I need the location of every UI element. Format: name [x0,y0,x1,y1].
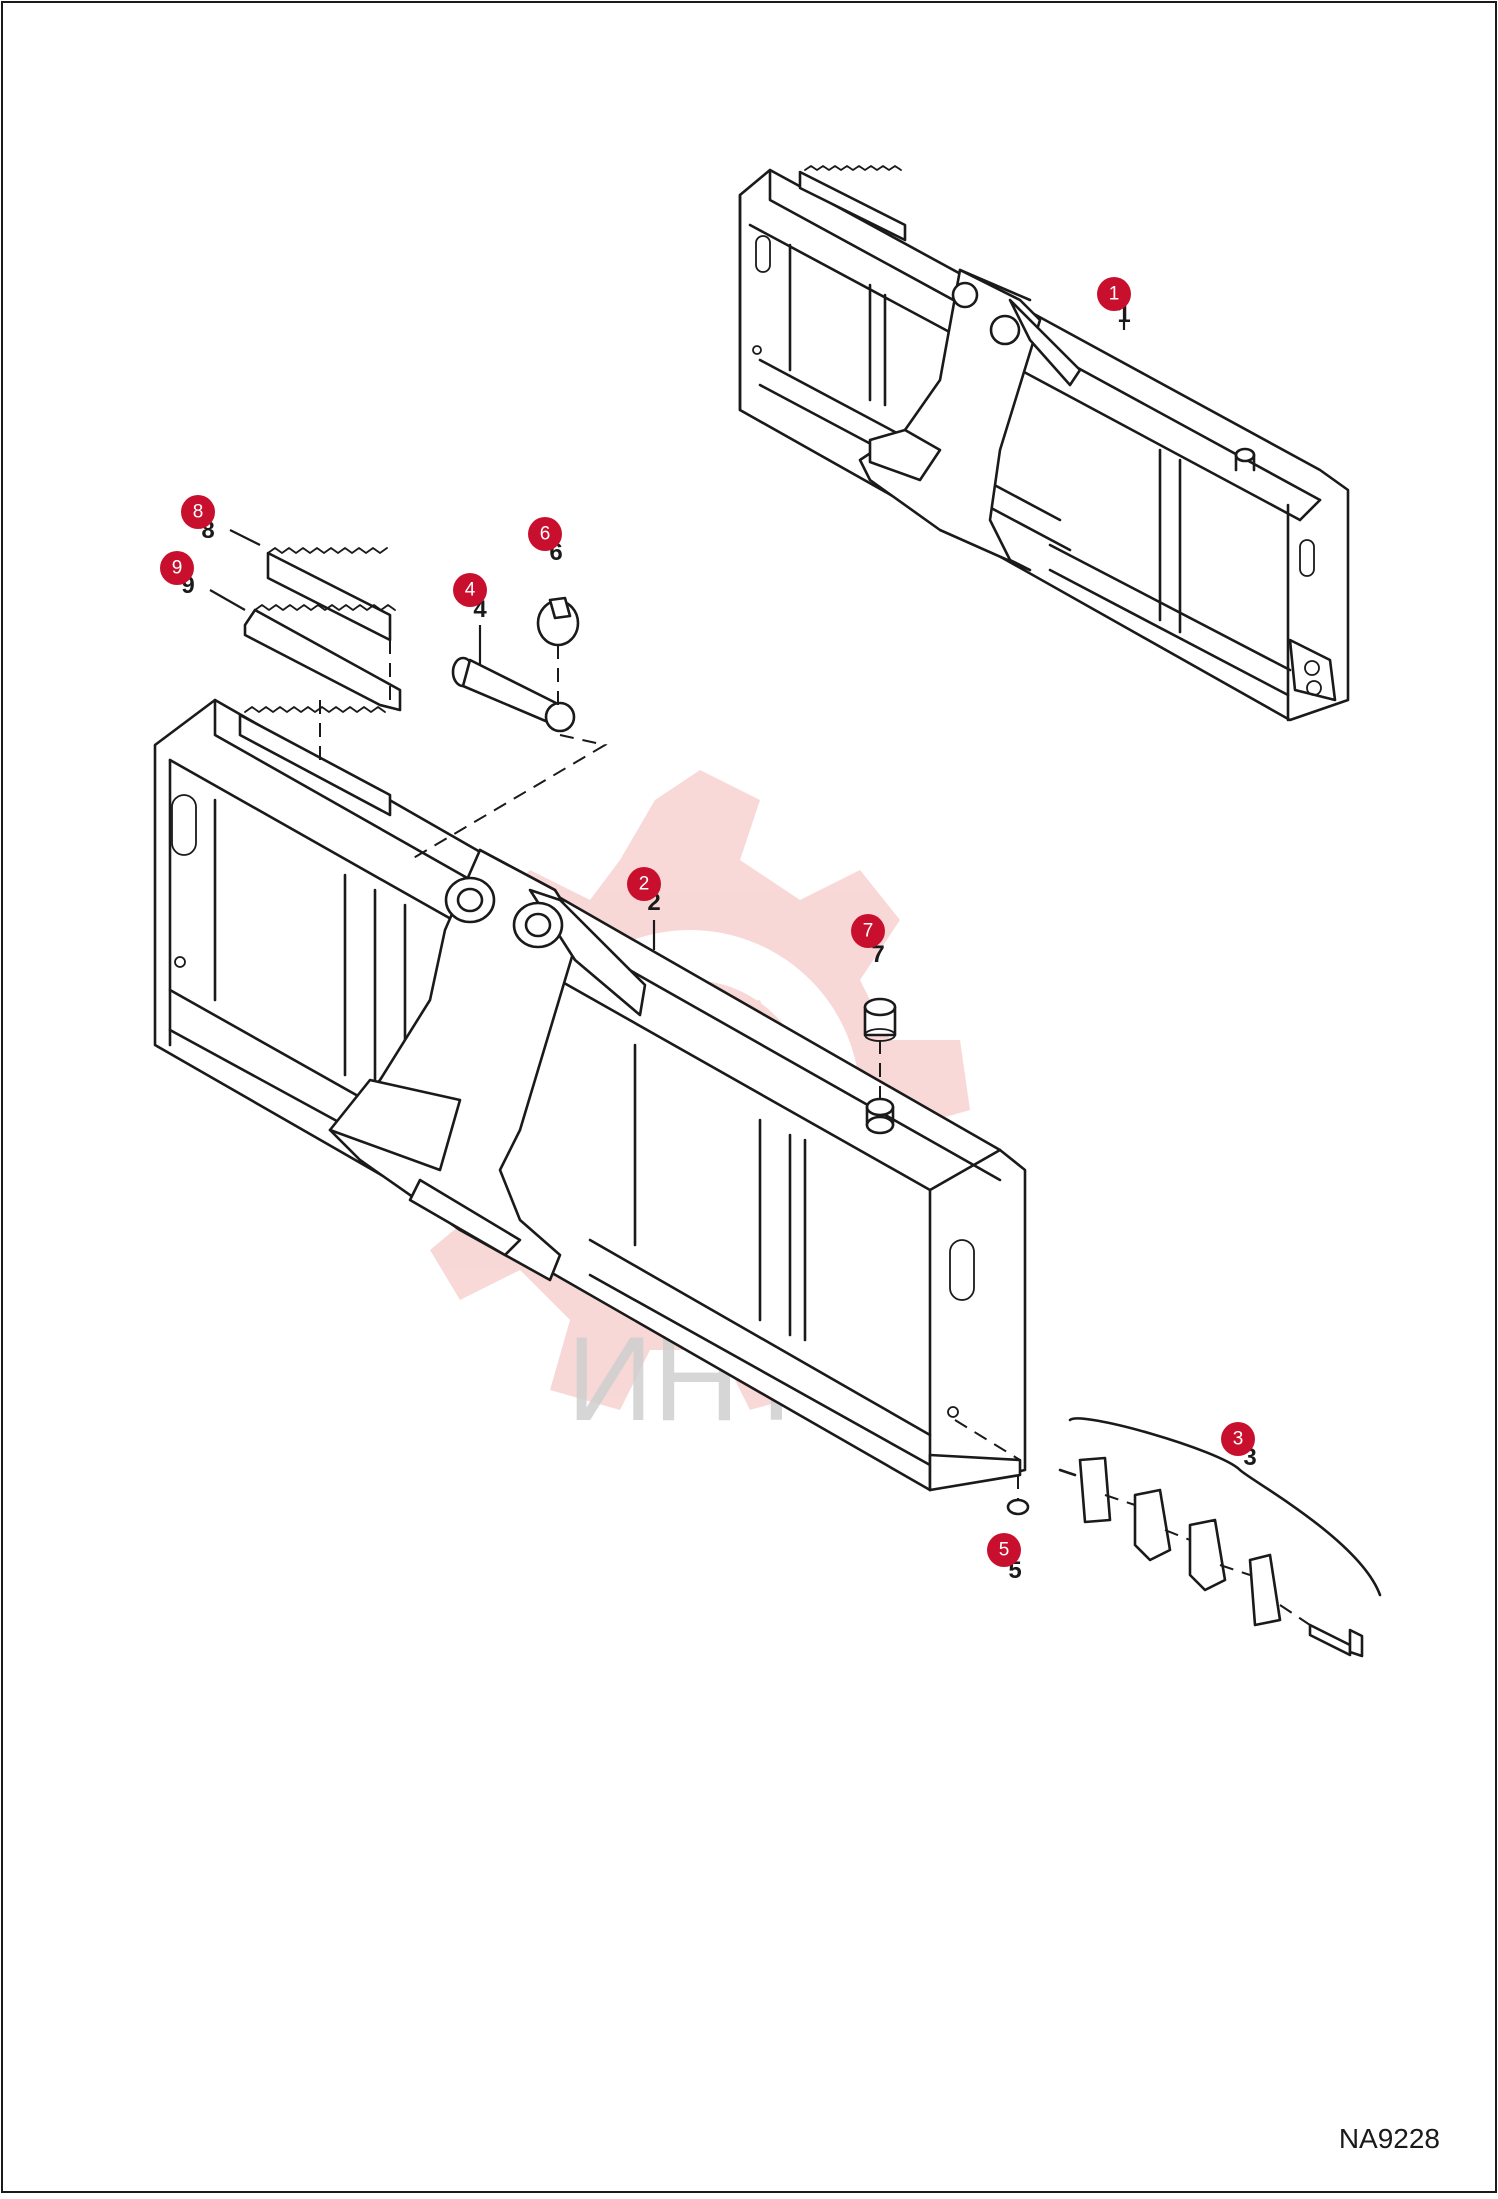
callout-badge-7[interactable]: 7 [851,914,885,948]
drawing-code: NA9228 [1339,2123,1440,2154]
callout-label-4: 4 [465,580,476,601]
callout-label-1: 1 [1109,284,1120,305]
callout-label-2: 2 [639,874,650,895]
lock-kit-3 [1058,1417,1382,1658]
callout-badge-6[interactable]: 6 [528,517,562,551]
callout-badge-5[interactable]: 5 [987,1533,1021,1567]
callout-label-6: 6 [540,524,551,545]
bushing-7 [863,997,897,1042]
pin-4 [451,656,576,733]
ratchet-strip-9 [243,604,402,712]
callout-label-5: 5 [999,1540,1010,1561]
callout-badge-8[interactable]: 8 [181,495,215,529]
callout-badge-9[interactable]: 9 [160,551,194,585]
assembly-lines [319,640,1311,1626]
frame-assembly-upper [738,165,1350,722]
callout-badge-1[interactable]: 1 [1097,277,1131,311]
callout-badge-2[interactable]: 2 [627,867,661,901]
callout-label-3: 3 [1233,1429,1244,1450]
linch-pin-6 [536,596,580,647]
callout-label-7: 7 [863,921,874,942]
callout-label-9: 9 [172,558,183,579]
callout-badge-3[interactable]: 3 [1221,1422,1255,1456]
nut-5 [1006,1498,1030,1516]
callout-badge-4[interactable]: 4 [453,573,487,607]
frame-assembly-main [153,698,1027,1492]
svg-text:7: 7 [871,941,884,968]
callout-label-8: 8 [193,502,204,523]
